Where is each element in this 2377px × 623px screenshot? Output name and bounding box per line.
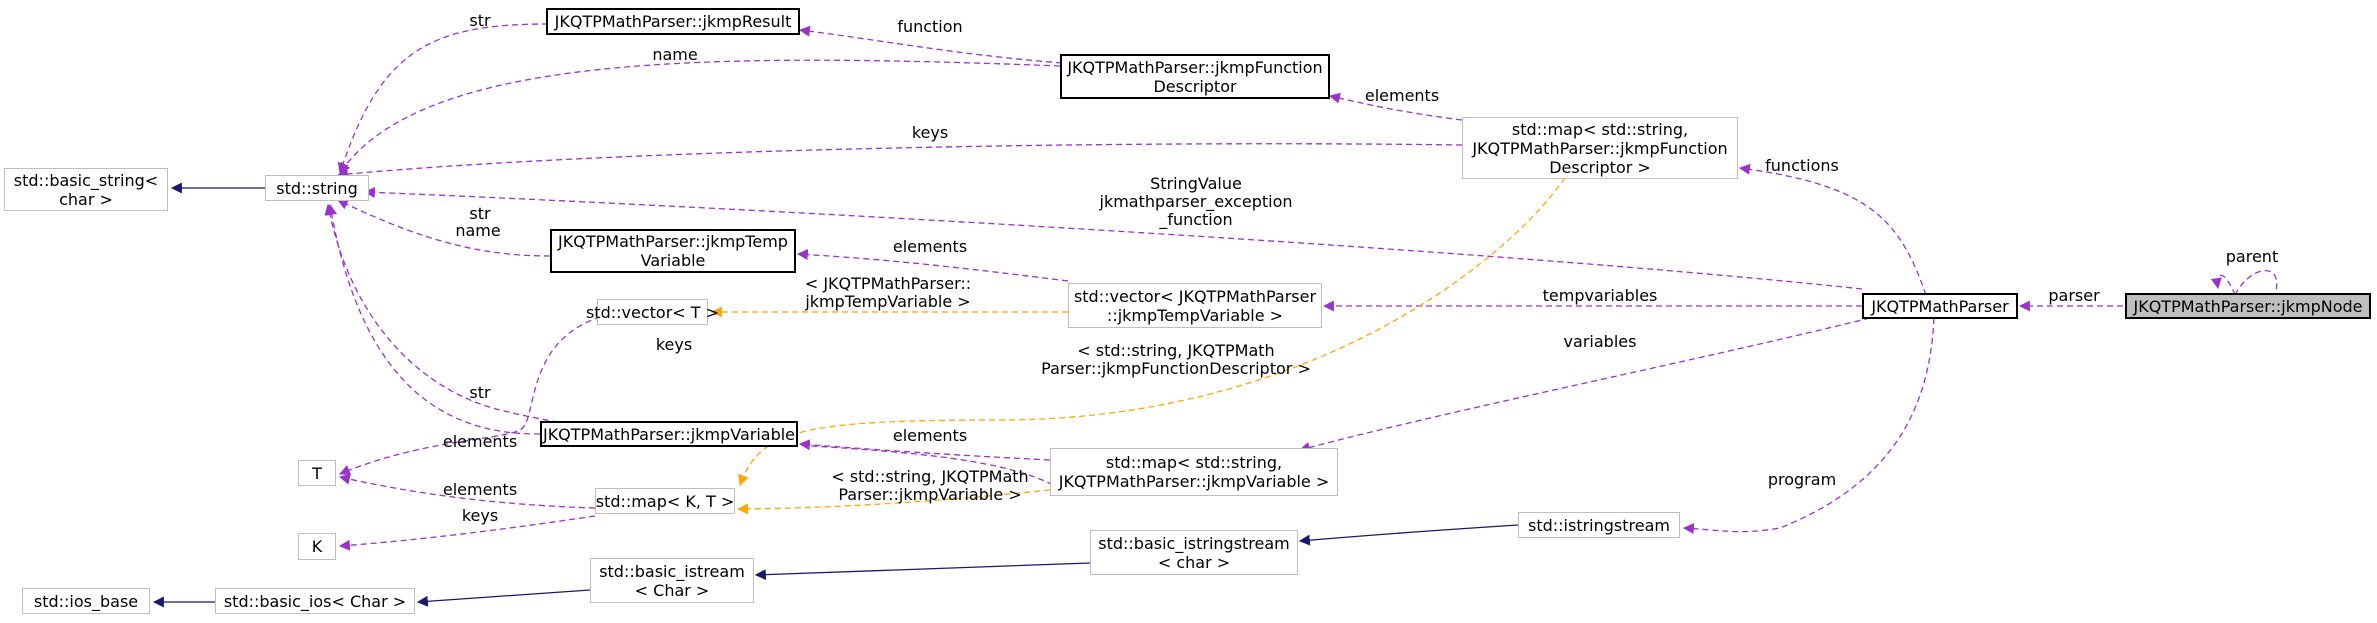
node-label: std::basic_ios< Char > bbox=[223, 591, 407, 611]
node-jkmp-result[interactable]: JKQTPMathParser::jkmpResult bbox=[546, 8, 800, 35]
edge-label-tmpl-fd: < std::string, JKQTPMath Parser::jkmpFun… bbox=[1041, 341, 1311, 378]
node-label-line1: JKQTPMathParser::jkmpTemp bbox=[558, 232, 788, 251]
edge-label-elements-temp: elements bbox=[892, 237, 968, 256]
node-label: std::istringstream bbox=[1528, 515, 1670, 535]
node-basic-string[interactable]: std::basic_string< char > bbox=[4, 168, 168, 211]
edge-tmpl-var bbox=[736, 489, 1051, 515]
node-vector-t[interactable]: std::vector< T > bbox=[586, 299, 719, 325]
edge-str-var bbox=[326, 203, 541, 435]
node-map-variable[interactable]: std::map< std::string, JKQTPMathParser::… bbox=[1050, 448, 1338, 496]
node-vector-temp-variable[interactable]: std::vector< JKQTPMathParser ::jkmpTempV… bbox=[1068, 283, 1322, 328]
node-ios-base[interactable]: std::ios_base bbox=[22, 588, 150, 614]
edge-label-tmpl-temp: < JKQTPMathParser:: jkmpTempVariable > bbox=[804, 274, 972, 311]
edge-label-elements-vecT: elements bbox=[442, 432, 518, 451]
node-basic-istringstream[interactable]: std::basic_istringstream < char > bbox=[1090, 530, 1298, 575]
node-jkmp-node[interactable]: JKQTPMathParser::jkmpNode bbox=[2125, 293, 2371, 319]
node-label: std::string bbox=[276, 178, 358, 198]
node-map-function-descriptor[interactable]: std::map< std::string, JKQTPMathParser::… bbox=[1462, 117, 1738, 179]
edge-label-name-temp: name bbox=[455, 221, 501, 240]
edge-elements-map bbox=[338, 473, 596, 509]
node-basic-ios[interactable]: std::basic_ios< Char > bbox=[215, 588, 415, 614]
node-label-line1: std::map< std::string, bbox=[1511, 119, 1689, 139]
node-label-line2: JKQTPMathParser::jkmpFunction bbox=[1472, 138, 1728, 158]
node-label-line1: std::basic_istringstream bbox=[1098, 533, 1290, 553]
node-label-line1: std::map< std::string, bbox=[1105, 453, 1283, 472]
node-map-k-t[interactable]: std::map< K, T > bbox=[595, 488, 735, 514]
edge-label-str-temp: str bbox=[469, 204, 491, 223]
node-label: JKQTPMathParser::jkmpNode bbox=[2133, 296, 2363, 316]
node-k[interactable]: K bbox=[298, 533, 336, 560]
edge-keys-K bbox=[338, 515, 596, 551]
edge-elements-var bbox=[798, 439, 1051, 461]
edge-label-program: program bbox=[1767, 470, 1837, 489]
node-jkqtp-math-parser[interactable]: JKQTPMathParser bbox=[1862, 293, 2018, 319]
node-label-line2: JKQTPMathParser::jkmpVariable > bbox=[1058, 472, 1330, 491]
edge-label-tmpl-var: < std::string, JKQTPMath Parser::jkmpVar… bbox=[831, 467, 1029, 504]
edge-label-parser: parser bbox=[2048, 286, 2100, 305]
edge-label-str-result: str bbox=[469, 11, 491, 30]
edge-inherit-basic-istringstream bbox=[754, 562, 1091, 581]
edge-label-elements-map: elements bbox=[442, 480, 518, 499]
node-jkmp-variable[interactable]: JKQTPMathParser::jkmpVariable bbox=[540, 421, 798, 447]
edge-label-function: function bbox=[897, 17, 963, 36]
edge-function bbox=[798, 25, 1063, 64]
node-label: JKQTPMathParser::jkmpVariable bbox=[542, 424, 796, 444]
edge-elements-fd bbox=[1328, 92, 1463, 121]
edge-label-keys-K: keys bbox=[461, 506, 499, 525]
edge-label-name: name bbox=[652, 45, 698, 64]
edge-keys-map-function bbox=[336, 143, 1463, 180]
node-label-line2: < Char > bbox=[634, 580, 710, 600]
edge-label-elements-var: elements bbox=[892, 426, 968, 445]
edge-label-tempvariables: tempvariables bbox=[1542, 286, 1658, 305]
node-label: K bbox=[311, 537, 323, 556]
edge-name-fd bbox=[339, 59, 1061, 174]
edge-label-variables: variables bbox=[1563, 332, 1637, 351]
edge-label-stringvalue: StringValue jkmathparser_exception _func… bbox=[1099, 174, 1293, 229]
node-label: JKQTPMathParser bbox=[1871, 296, 2009, 316]
node-label: std::vector< T > bbox=[585, 302, 720, 322]
edge-tmpl-fd bbox=[738, 177, 1566, 487]
node-label: std::map< K, T > bbox=[595, 491, 735, 511]
node-basic-istream[interactable]: std::basic_istream < Char > bbox=[590, 558, 754, 603]
node-label: T bbox=[312, 463, 322, 483]
node-label-line2: < char > bbox=[1157, 552, 1231, 572]
node-label-line1: std::basic_string< bbox=[13, 170, 159, 190]
edge-label-parent: parent bbox=[2225, 247, 2279, 266]
node-label-line1: std::vector< JKQTPMathParser bbox=[1073, 286, 1317, 306]
edge-inherit-basic-istream bbox=[416, 589, 591, 607]
edge-label-keys-var: keys bbox=[655, 335, 693, 354]
node-label: JKQTPMathParser::jkmpResult bbox=[554, 12, 792, 31]
edge-label-str-var: str bbox=[469, 383, 491, 402]
edge-label-elements-fd: elements bbox=[1364, 86, 1440, 105]
edge-variables bbox=[1298, 317, 1871, 453]
node-istringstream[interactable]: std::istringstream bbox=[1518, 512, 1680, 538]
node-std-string[interactable]: std::string bbox=[265, 175, 369, 201]
node-label-line3: Descriptor > bbox=[1549, 157, 1651, 177]
edge-elements-vecT bbox=[338, 311, 621, 476]
edge-str-result bbox=[337, 23, 549, 175]
node-jkmp-temp-variable[interactable]: JKQTPMathParser::jkmpTemp Variable bbox=[550, 229, 796, 273]
edge-elements-temp bbox=[796, 249, 1069, 282]
edge-temp-variable bbox=[337, 199, 551, 257]
edge-label-functions: functions bbox=[1765, 156, 1839, 175]
node-label-line2: Variable bbox=[640, 251, 706, 270]
node-label-line1: std::basic_istream bbox=[599, 561, 745, 581]
edge-stringvalue bbox=[363, 186, 1863, 290]
edge-functions bbox=[1738, 163, 1927, 296]
edge-inherit-istringstream bbox=[1298, 524, 1519, 546]
node-label-line2: char > bbox=[59, 189, 113, 209]
edge-label-keys-map-function: keys bbox=[911, 123, 949, 142]
edge-keys-var bbox=[324, 203, 1071, 496]
node-label: std::ios_base bbox=[33, 591, 139, 611]
node-label-line2: ::jkmpTempVariable > bbox=[1106, 305, 1284, 325]
edge-program bbox=[1682, 317, 1935, 535]
node-t[interactable]: T bbox=[298, 460, 336, 486]
edge-parent bbox=[2217, 270, 2278, 295]
node-label-line2: Descriptor bbox=[1153, 76, 1237, 96]
node-jkmp-function-descriptor[interactable]: JKQTPMathParser::jkmpFunction Descriptor bbox=[1060, 54, 1330, 99]
node-label-line1: JKQTPMathParser::jkmpFunction bbox=[1067, 57, 1323, 77]
